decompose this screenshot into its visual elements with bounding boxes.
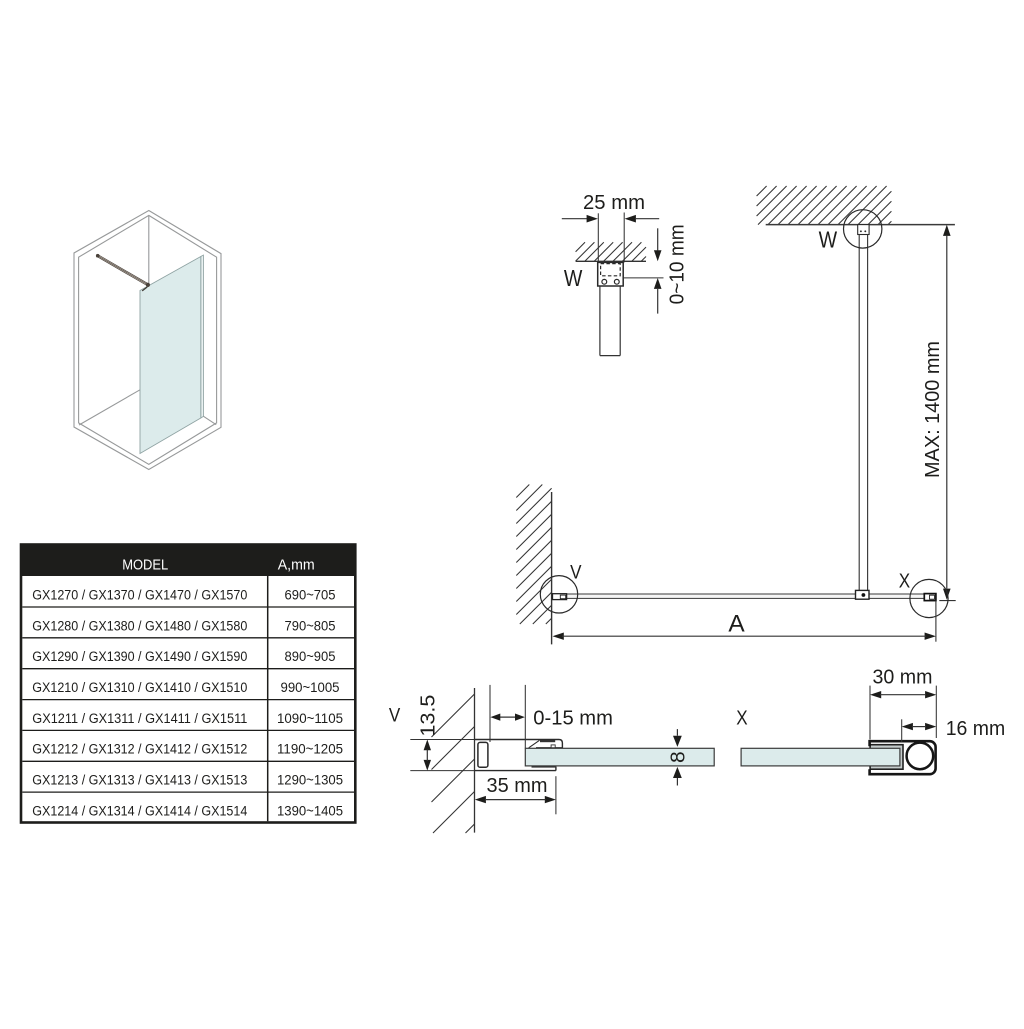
svg-text:0~10 mm: 0~10 mm	[666, 224, 689, 304]
svg-text:0-15 mm: 0-15 mm	[533, 706, 613, 729]
svg-text:13.5: 13.5	[417, 695, 440, 737]
svg-text:GX1212 / GX1312 / GX1412 / GX1: GX1212 / GX1312 / GX1412 / GX1512	[32, 742, 247, 758]
svg-text:1290~1305: 1290~1305	[277, 773, 343, 789]
svg-text:1090~1105: 1090~1105	[277, 711, 343, 727]
svg-text:16 mm: 16 mm	[946, 717, 1006, 740]
svg-text:690~705: 690~705	[285, 587, 336, 603]
svg-text:GX1211 / GX1311 / GX1411 / GX1: GX1211 / GX1311 / GX1411 / GX1511	[32, 711, 247, 727]
svg-text:X: X	[899, 570, 911, 593]
svg-text:1190~1205: 1190~1205	[277, 742, 343, 758]
svg-text:890~905: 890~905	[285, 649, 336, 665]
svg-text:GX1210 / GX1310 / GX1410 / GX1: GX1210 / GX1310 / GX1410 / GX1510	[32, 680, 247, 696]
svg-text:W: W	[564, 265, 583, 291]
svg-text:W: W	[819, 226, 838, 252]
svg-text:A: A	[728, 611, 744, 638]
svg-text:30 mm: 30 mm	[873, 665, 933, 688]
svg-text:GX1280 / GX1380 / GX1480 / GX1: GX1280 / GX1380 / GX1480 / GX1580	[32, 618, 247, 634]
svg-text:790~805: 790~805	[285, 618, 336, 634]
svg-text:25 mm: 25 mm	[583, 191, 645, 214]
svg-text:GX1290 / GX1390 / GX1490 / GX1: GX1290 / GX1390 / GX1490 / GX1590	[32, 649, 247, 665]
svg-text:V: V	[570, 562, 582, 583]
svg-text:GX1214 / GX1314 / GX1414 / GX1: GX1214 / GX1314 / GX1414 / GX1514	[32, 803, 247, 819]
svg-text:X: X	[736, 706, 748, 729]
svg-text:GX1213 / GX1313 / GX1413 / GX1: GX1213 / GX1313 / GX1413 / GX1513	[32, 773, 247, 789]
svg-text:8: 8	[666, 751, 689, 763]
svg-text:A,mm: A,mm	[278, 557, 315, 574]
svg-text:35 mm: 35 mm	[487, 774, 548, 797]
svg-text:MODEL: MODEL	[122, 557, 168, 574]
svg-text:1390~1405: 1390~1405	[277, 803, 343, 819]
svg-text:990~1005: 990~1005	[281, 680, 340, 696]
svg-text:V: V	[389, 705, 401, 726]
svg-text:GX1270 / GX1370 / GX1470 / GX1: GX1270 / GX1370 / GX1470 / GX1570	[32, 587, 247, 603]
svg-text:MAX: 1400 mm: MAX: 1400 mm	[921, 341, 944, 478]
